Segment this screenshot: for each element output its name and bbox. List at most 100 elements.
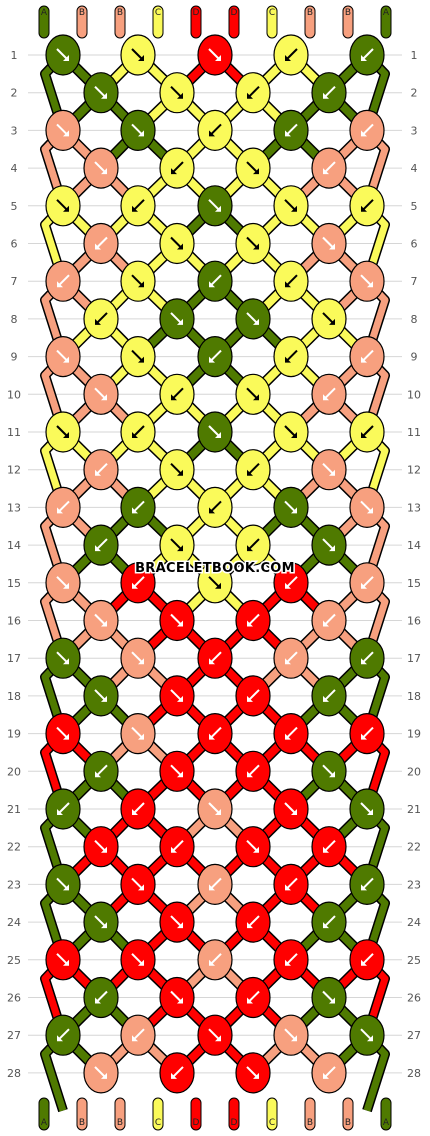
- knot-arrow-head: [253, 846, 259, 853]
- knot-arrow-head: [63, 432, 69, 438]
- knot: [45, 336, 81, 378]
- knot-arrow-head: [323, 168, 329, 175]
- knot-arrow-head: [361, 432, 367, 438]
- strand-label-top: B: [345, 8, 351, 18]
- knot-arrow-head: [95, 997, 101, 1004]
- knot-arrow-icon: [322, 236, 335, 249]
- knot: [120, 712, 156, 755]
- row-number-left: 27: [7, 1029, 21, 1042]
- knot-arrow-head: [95, 469, 101, 476]
- knot-arrow-icon: [132, 802, 145, 815]
- strand-label-top: B: [79, 8, 85, 18]
- knot-arrow-icon: [170, 689, 183, 702]
- knot: [235, 222, 271, 265]
- row-number-right: 26: [407, 992, 421, 1005]
- knot-arrow-head: [253, 318, 259, 325]
- knot: [197, 486, 233, 528]
- knot-arrow-head: [138, 130, 144, 137]
- row-number-right: 22: [407, 841, 421, 854]
- row-number-left: 26: [7, 992, 21, 1005]
- knot: [83, 826, 119, 868]
- knot-arrow-head: [215, 582, 221, 589]
- knot-arrow-head: [101, 168, 107, 175]
- row-number-left: 23: [7, 878, 21, 891]
- knot-arrow-icon: [56, 953, 69, 966]
- knot: [311, 750, 347, 792]
- row-number-right: 18: [407, 690, 421, 703]
- knot: [83, 147, 119, 189]
- knot-arrow-head: [209, 130, 215, 137]
- strand-tab-bottom: [190, 1097, 202, 1131]
- row-number-left: 4: [11, 162, 18, 175]
- knot: [349, 185, 385, 227]
- knot: [311, 222, 347, 265]
- knot: [45, 185, 81, 227]
- knot-arrow-head: [247, 620, 253, 627]
- knot-arrow-head: [132, 432, 138, 438]
- row-number-right: 28: [407, 1067, 421, 1080]
- knot: [83, 976, 119, 1019]
- knot-arrow-head: [138, 884, 144, 891]
- knot: [159, 675, 195, 717]
- knot-arrow-head: [57, 281, 63, 288]
- knot-arrow-icon: [94, 161, 107, 174]
- knot-arrow-head: [323, 695, 329, 702]
- knot-arrow-icon: [132, 500, 145, 513]
- knot-arrow-icon: [361, 651, 374, 664]
- knot-arrow-icon: [94, 387, 107, 400]
- knot-arrow-icon: [284, 500, 297, 513]
- knot: [349, 939, 385, 981]
- knot-arrow-head: [209, 281, 215, 288]
- knot: [159, 222, 195, 265]
- knot-arrow-icon: [170, 312, 183, 325]
- knot-arrow-head: [285, 281, 291, 288]
- knot-arrow-icon: [94, 1066, 107, 1079]
- knot-arrow-head: [329, 771, 335, 778]
- knot-arrow-icon: [57, 274, 70, 287]
- knot-arrow-icon: [131, 274, 144, 287]
- knot-arrow-icon: [246, 236, 259, 249]
- knot: [83, 373, 119, 415]
- knot-arrow-icon: [323, 839, 336, 852]
- knot-arrow-head: [247, 92, 253, 99]
- row-number-left: 15: [7, 577, 21, 590]
- knot: [45, 411, 81, 453]
- knot-arrow-icon: [56, 651, 69, 664]
- knot-arrow-icon: [95, 462, 108, 475]
- row-number-left: 17: [7, 652, 21, 665]
- knot: [311, 449, 347, 491]
- knot: [159, 750, 195, 792]
- row-number-left: 9: [11, 351, 18, 364]
- strand-label-top: C: [155, 8, 161, 18]
- knot: [159, 147, 195, 189]
- knot-arrow-icon: [322, 538, 335, 551]
- knot-arrow-head: [253, 1072, 259, 1079]
- knot-arrow-icon: [285, 349, 298, 362]
- row-number-left: 24: [7, 916, 21, 929]
- knot-arrow-icon: [171, 839, 184, 852]
- knot: [159, 599, 195, 642]
- knot-arrow-head: [177, 92, 183, 99]
- knot: [159, 373, 195, 415]
- knot-arrow-head: [367, 1035, 373, 1042]
- strand-label-top: D: [193, 8, 200, 18]
- knot: [311, 599, 347, 642]
- knot-arrow-icon: [285, 877, 298, 890]
- knot-arrow-icon: [322, 990, 335, 1003]
- knot: [83, 675, 119, 717]
- knot-arrow-icon: [361, 199, 374, 212]
- knot-arrow-head: [177, 469, 183, 476]
- knot-arrow-head: [215, 432, 221, 438]
- knot: [311, 826, 347, 868]
- knot: [45, 788, 81, 830]
- knot: [120, 562, 156, 604]
- knot-arrow-head: [209, 356, 215, 363]
- knot: [83, 222, 119, 265]
- strand-tab-top: [266, 5, 278, 39]
- knot: [197, 34, 233, 76]
- knot-arrow-head: [171, 1072, 177, 1079]
- knot: [120, 260, 156, 302]
- row-number-right: 3: [411, 124, 418, 137]
- knot-arrow-icon: [209, 877, 222, 890]
